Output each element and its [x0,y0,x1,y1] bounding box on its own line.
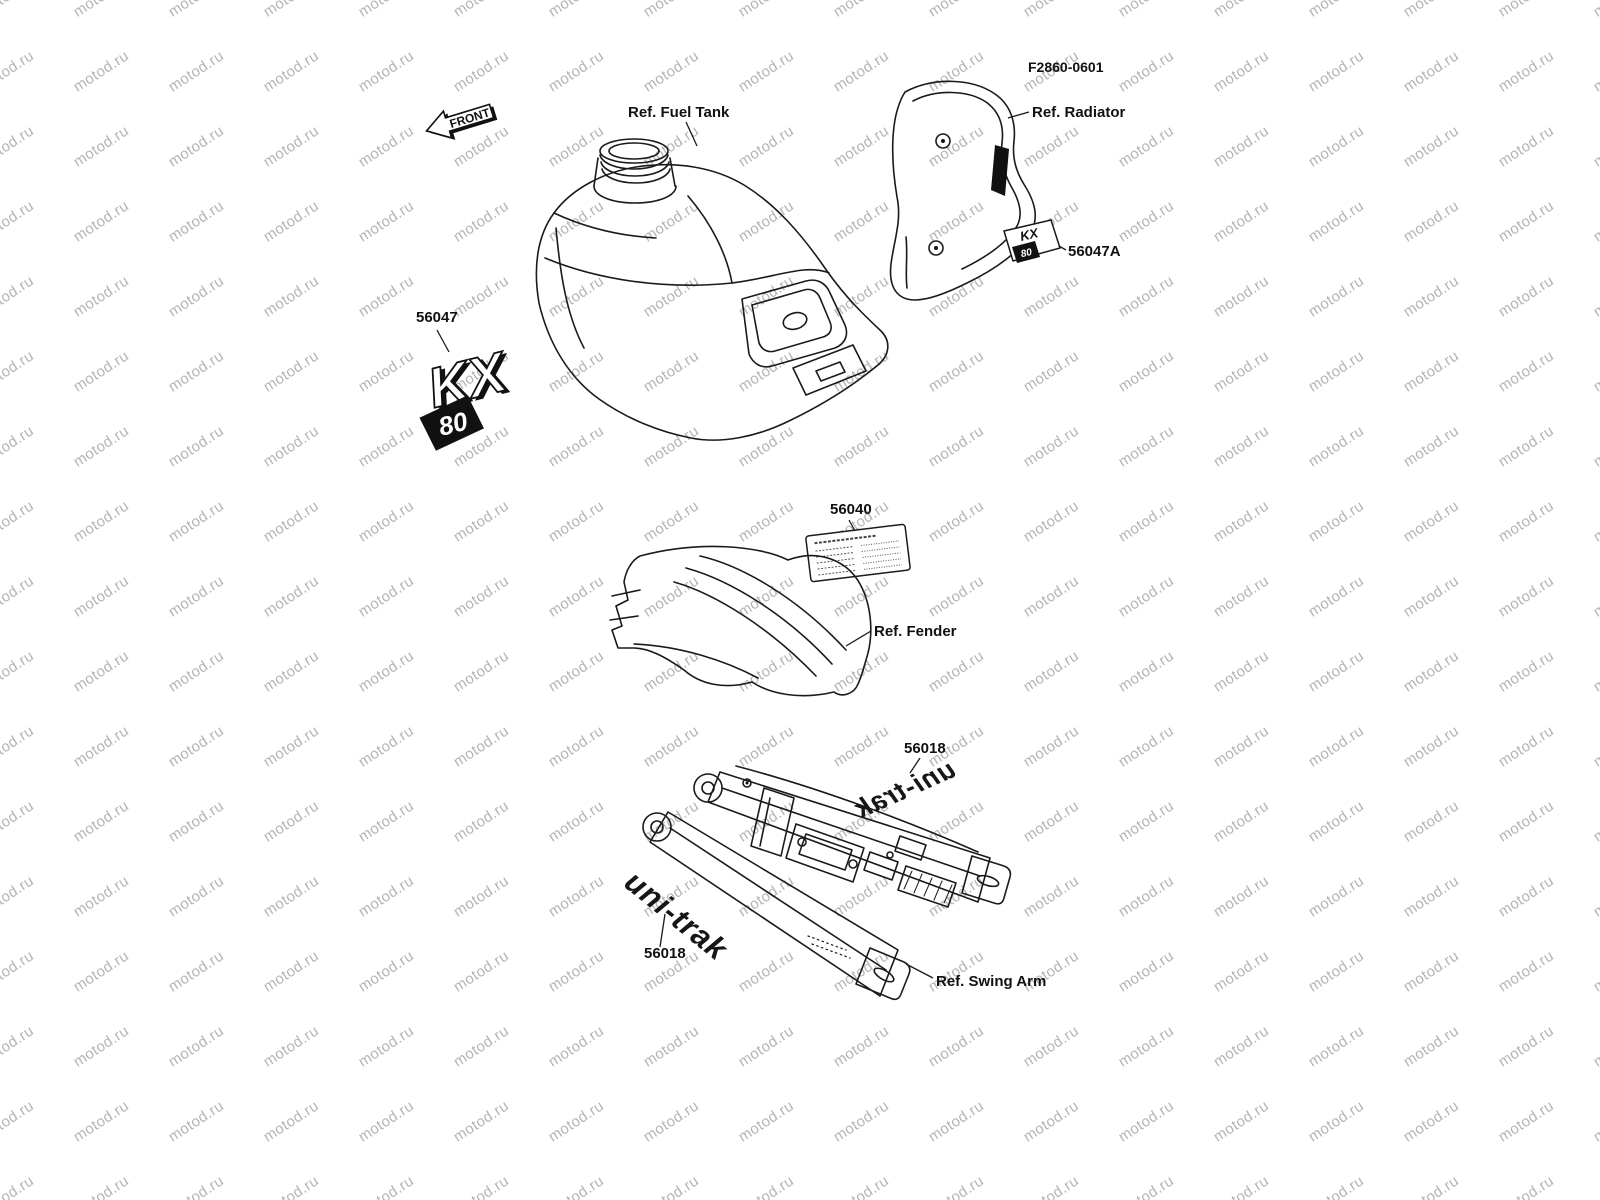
radiator-drawing [889,80,1037,301]
fender-drawing [609,545,872,697]
leader-56018-bottom [659,913,666,948]
kx-logo-small-decal: KX 80 [1003,219,1061,263]
part-code: F2860-0601 [1028,59,1104,75]
leader-56047a [1058,245,1067,251]
warning-label-decal [805,523,911,583]
leader-56047 [436,329,450,353]
leader-fuel-tank [685,121,698,147]
part-number-56047: 56047 [416,309,458,326]
leader-swing-arm [905,963,934,979]
kx-small-80-text: 80 [1020,247,1034,260]
part-number-56018-top: 56018 [904,740,946,757]
front-arrow: FRONT [425,103,498,140]
leader-fender [845,630,872,647]
label-radiator: Ref. Radiator [1032,104,1126,121]
leader-56040 [848,519,856,532]
leader-lines [436,111,1067,979]
part-number-56047a: 56047A [1068,243,1121,260]
leader-56018-top [909,757,921,774]
radiator-slot [991,145,1009,196]
label-fuel-tank: Ref. Fuel Tank [628,104,730,121]
kx-logo-decal: KX KX 80 [419,338,520,451]
kx-small-80-box [1012,241,1040,263]
kx-small-text: KX [1019,225,1041,244]
fuel-tank-drawing [535,138,889,441]
part-number-56018-bottom: 56018 [644,945,686,962]
kx-logo-80-box [419,395,484,451]
front-arrow-body [425,103,495,140]
label-swing-arm: Ref. Swing Arm [936,973,1046,990]
label-fender: Ref. Fender [874,623,957,640]
swingarm-drawing [642,765,1012,1001]
leader-radiator [1007,111,1030,119]
part-number-56040: 56040 [830,501,872,518]
uni-trak-decal-top: uni-trak [849,754,960,825]
svg-text:uni-trak: uni-trak [849,754,960,825]
